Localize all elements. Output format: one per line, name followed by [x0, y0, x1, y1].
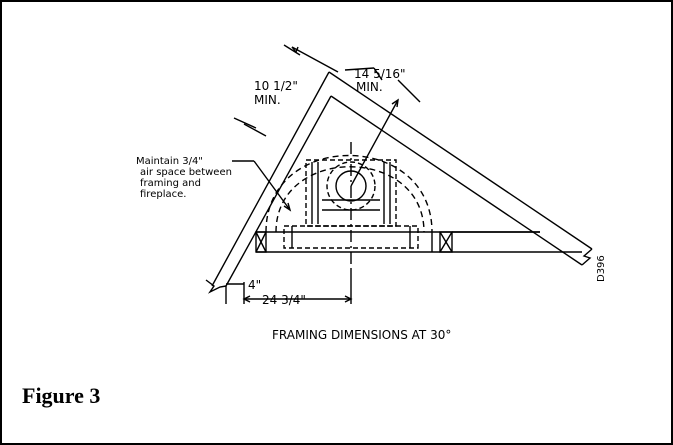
- right-clearance-text: 14 5/16": [354, 67, 406, 81]
- note-line-3: framing and: [140, 178, 201, 189]
- offset-dim-text: 4": [248, 278, 261, 292]
- left-framing-block: [255, 231, 267, 253]
- left-rafter-break: [205, 279, 227, 294]
- left-clearance-text: 10 1/2": [254, 79, 298, 93]
- fireplace-dome-outer: [265, 154, 433, 233]
- note-line-1: Maintain 3/4": [136, 156, 203, 167]
- left-clearance-note: MIN.: [254, 93, 281, 107]
- right-dim-leader: [350, 99, 399, 187]
- right-clearance-note: MIN.: [356, 80, 383, 94]
- figure-label: Figure 3: [22, 383, 101, 408]
- left-dim-ext: [283, 44, 301, 56]
- left-rafter-outer: [211, 71, 330, 287]
- fireplace-dome-inner: [275, 166, 425, 233]
- left-rafter-inner: [225, 95, 332, 287]
- note-line-2: air space between: [140, 167, 232, 178]
- note-line-4: fireplace.: [140, 189, 186, 200]
- drawing-id: D396: [596, 255, 607, 282]
- note-leader: [253, 160, 291, 211]
- right-framing-block: [439, 231, 453, 253]
- right-rafter-outer: [328, 71, 593, 250]
- flue-outer: [326, 161, 376, 211]
- drawing-title: FRAMING DIMENSIONS AT 30°: [272, 328, 451, 342]
- right-rafter-inner: [330, 95, 583, 266]
- right-rafter-break: [581, 248, 593, 266]
- width-dim-text: 24 3/4": [262, 293, 306, 307]
